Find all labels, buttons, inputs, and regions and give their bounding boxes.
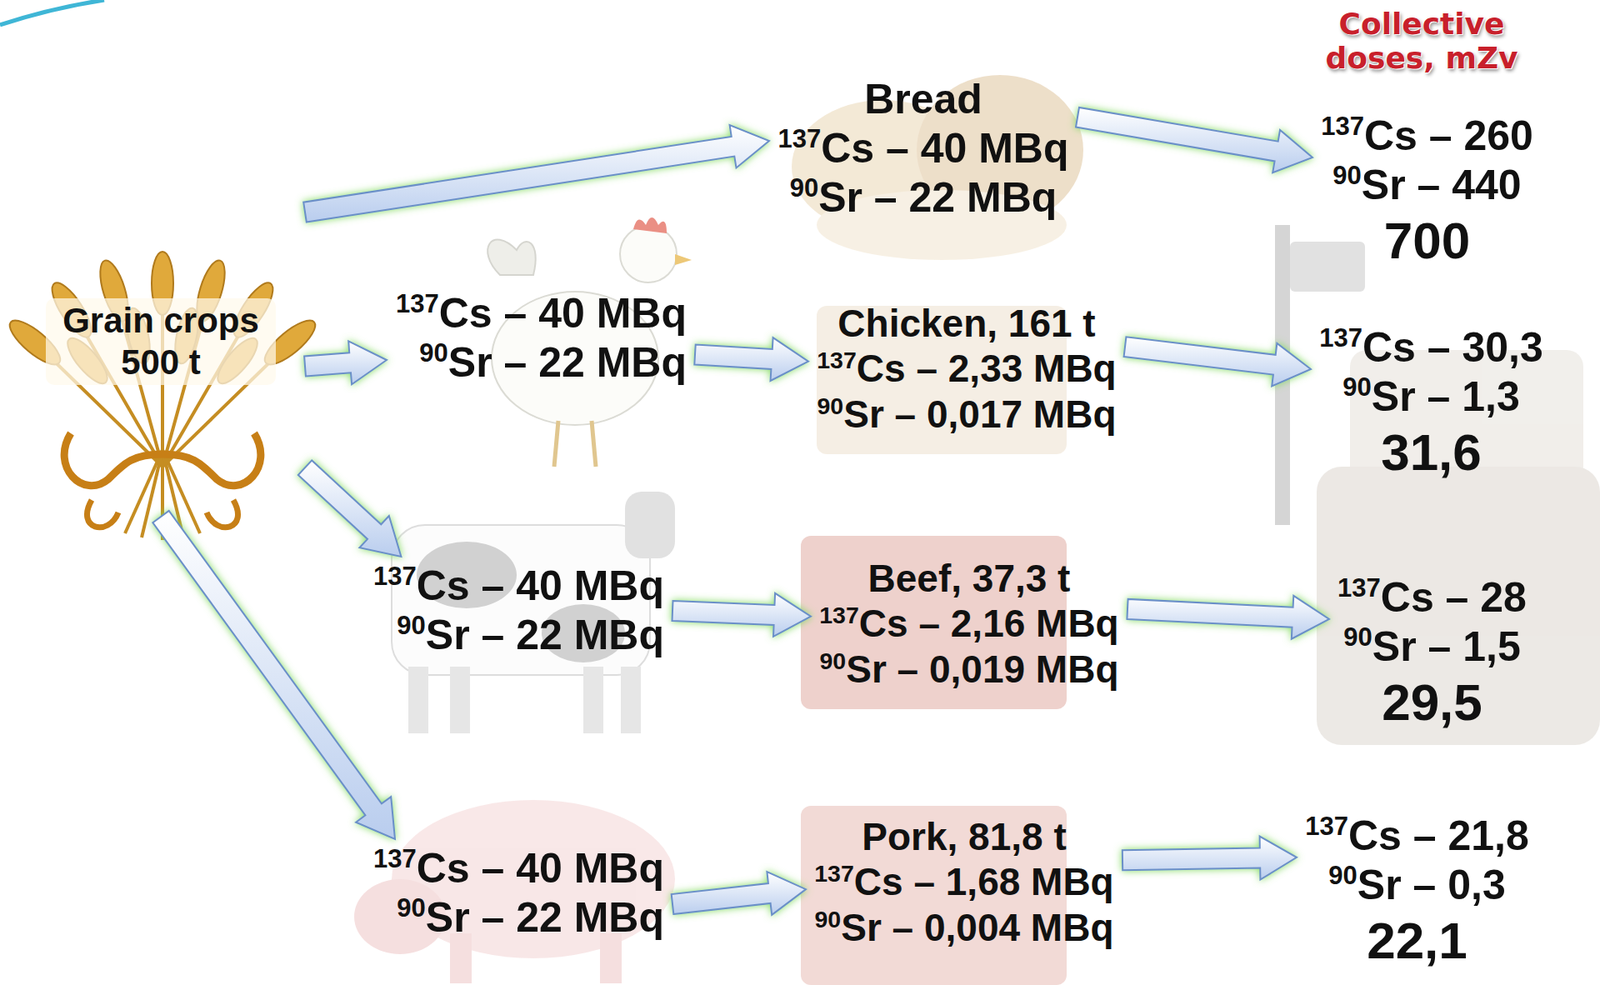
block-arrow bbox=[1075, 107, 1313, 173]
food-node: Beef, 37,3 t137Cs – 2,16 MBq90Sr – 0,019… bbox=[810, 550, 1128, 697]
node-text: 137Cs – 40 MBq bbox=[372, 844, 665, 894]
node-text: 137Cs – 2,33 MBq bbox=[816, 345, 1117, 391]
food-node: Bread137Cs – 40 MBq90Sr – 22 MBq bbox=[769, 70, 1078, 228]
node-text: 90Sr – 0,017 MBq bbox=[816, 391, 1117, 437]
dose-node: 137Cs – 30,390Sr – 1,331,6 bbox=[1310, 318, 1552, 488]
animal-node: 137Cs – 40 MBq90Sr – 22 MBq bbox=[386, 284, 695, 393]
block-arrow bbox=[671, 871, 806, 915]
node-text: 90Sr – 22 MBq bbox=[372, 893, 665, 943]
block-arrow bbox=[152, 510, 395, 840]
animal-node: 137Cs – 40 MBq90Sr – 22 MBq bbox=[364, 556, 673, 665]
node-text: 90Sr – 22 MBq bbox=[372, 610, 665, 660]
dose-node: 137Cs – 26090Sr – 440700 bbox=[1312, 106, 1542, 276]
block-arrow bbox=[298, 460, 402, 557]
node-text: 29,5 bbox=[1337, 671, 1527, 733]
block-arrow bbox=[672, 593, 812, 637]
node-text: 90Sr – 440 bbox=[1320, 160, 1534, 210]
node-text: 137Cs – 28 bbox=[1337, 573, 1527, 623]
node-text: 700 bbox=[1320, 210, 1534, 271]
node-text: 90Sr – 0,004 MBq bbox=[814, 905, 1115, 950]
block-arrow bbox=[303, 125, 770, 223]
pig-picture bbox=[354, 800, 675, 984]
food-heading: Beef, 37,3 t bbox=[819, 555, 1120, 601]
dose-meter-picture bbox=[1275, 225, 1600, 745]
block-arrow bbox=[694, 337, 809, 381]
node-text: 137Cs – 2,16 MBq bbox=[819, 600, 1120, 646]
node-text: 90Sr – 1,5 bbox=[1337, 622, 1527, 672]
node-text: 90Sr – 22 MBq bbox=[777, 173, 1070, 223]
node-text: 137Cs – 30,3 bbox=[1319, 323, 1544, 373]
food-node: Chicken, 161 t137Cs – 2,33 MBq90Sr – 0,0… bbox=[808, 295, 1125, 442]
node-text: 31,6 bbox=[1319, 421, 1544, 483]
node-text: 137Cs – 40 MBq bbox=[372, 561, 665, 611]
node-text: Grain crops 500 t bbox=[45, 298, 276, 385]
dose-node: 137Cs – 2890Sr – 1,529,5 bbox=[1329, 568, 1535, 738]
node-text: 90Sr – 0,3 bbox=[1305, 860, 1530, 910]
corner-arc bbox=[0, 0, 105, 25]
block-arrow bbox=[1126, 595, 1330, 640]
node-text: 90Sr – 0,019 MBq bbox=[819, 646, 1120, 692]
node-text: 137Cs – 1,68 MBq bbox=[814, 859, 1115, 905]
node-text: 137Cs – 40 MBq bbox=[777, 124, 1070, 174]
dose-node: 137Cs – 21,890Sr – 0,322,1 bbox=[1296, 806, 1538, 976]
source-node: Grain crops 500 t bbox=[16, 166, 305, 517]
node-text: 137Cs – 260 bbox=[1320, 111, 1534, 161]
node-text: 22,1 bbox=[1305, 910, 1530, 971]
block-arrow bbox=[1122, 836, 1297, 880]
food-heading: Bread bbox=[777, 75, 1070, 125]
node-text: 90Sr – 22 MBq bbox=[395, 338, 687, 388]
block-arrow bbox=[304, 340, 387, 385]
block-arrow bbox=[1124, 336, 1311, 386]
wheat-sheaf bbox=[4, 251, 322, 540]
node-text: 137Cs – 40 MBq bbox=[395, 289, 687, 339]
node-text: 137Cs – 21,8 bbox=[1305, 811, 1530, 861]
food-heading: Pork, 81,8 t bbox=[814, 814, 1115, 860]
food-heading: Chicken, 161 t bbox=[816, 300, 1117, 346]
column-heading: Collective doses, mZv bbox=[1296, 6, 1547, 76]
food-node: Pork, 81,8 t137Cs – 1,68 MBq90Sr – 0,004… bbox=[805, 809, 1123, 955]
node-text: 90Sr – 1,3 bbox=[1319, 372, 1544, 422]
animal-node: 137Cs – 40 MBq90Sr – 22 MBq bbox=[364, 839, 673, 948]
